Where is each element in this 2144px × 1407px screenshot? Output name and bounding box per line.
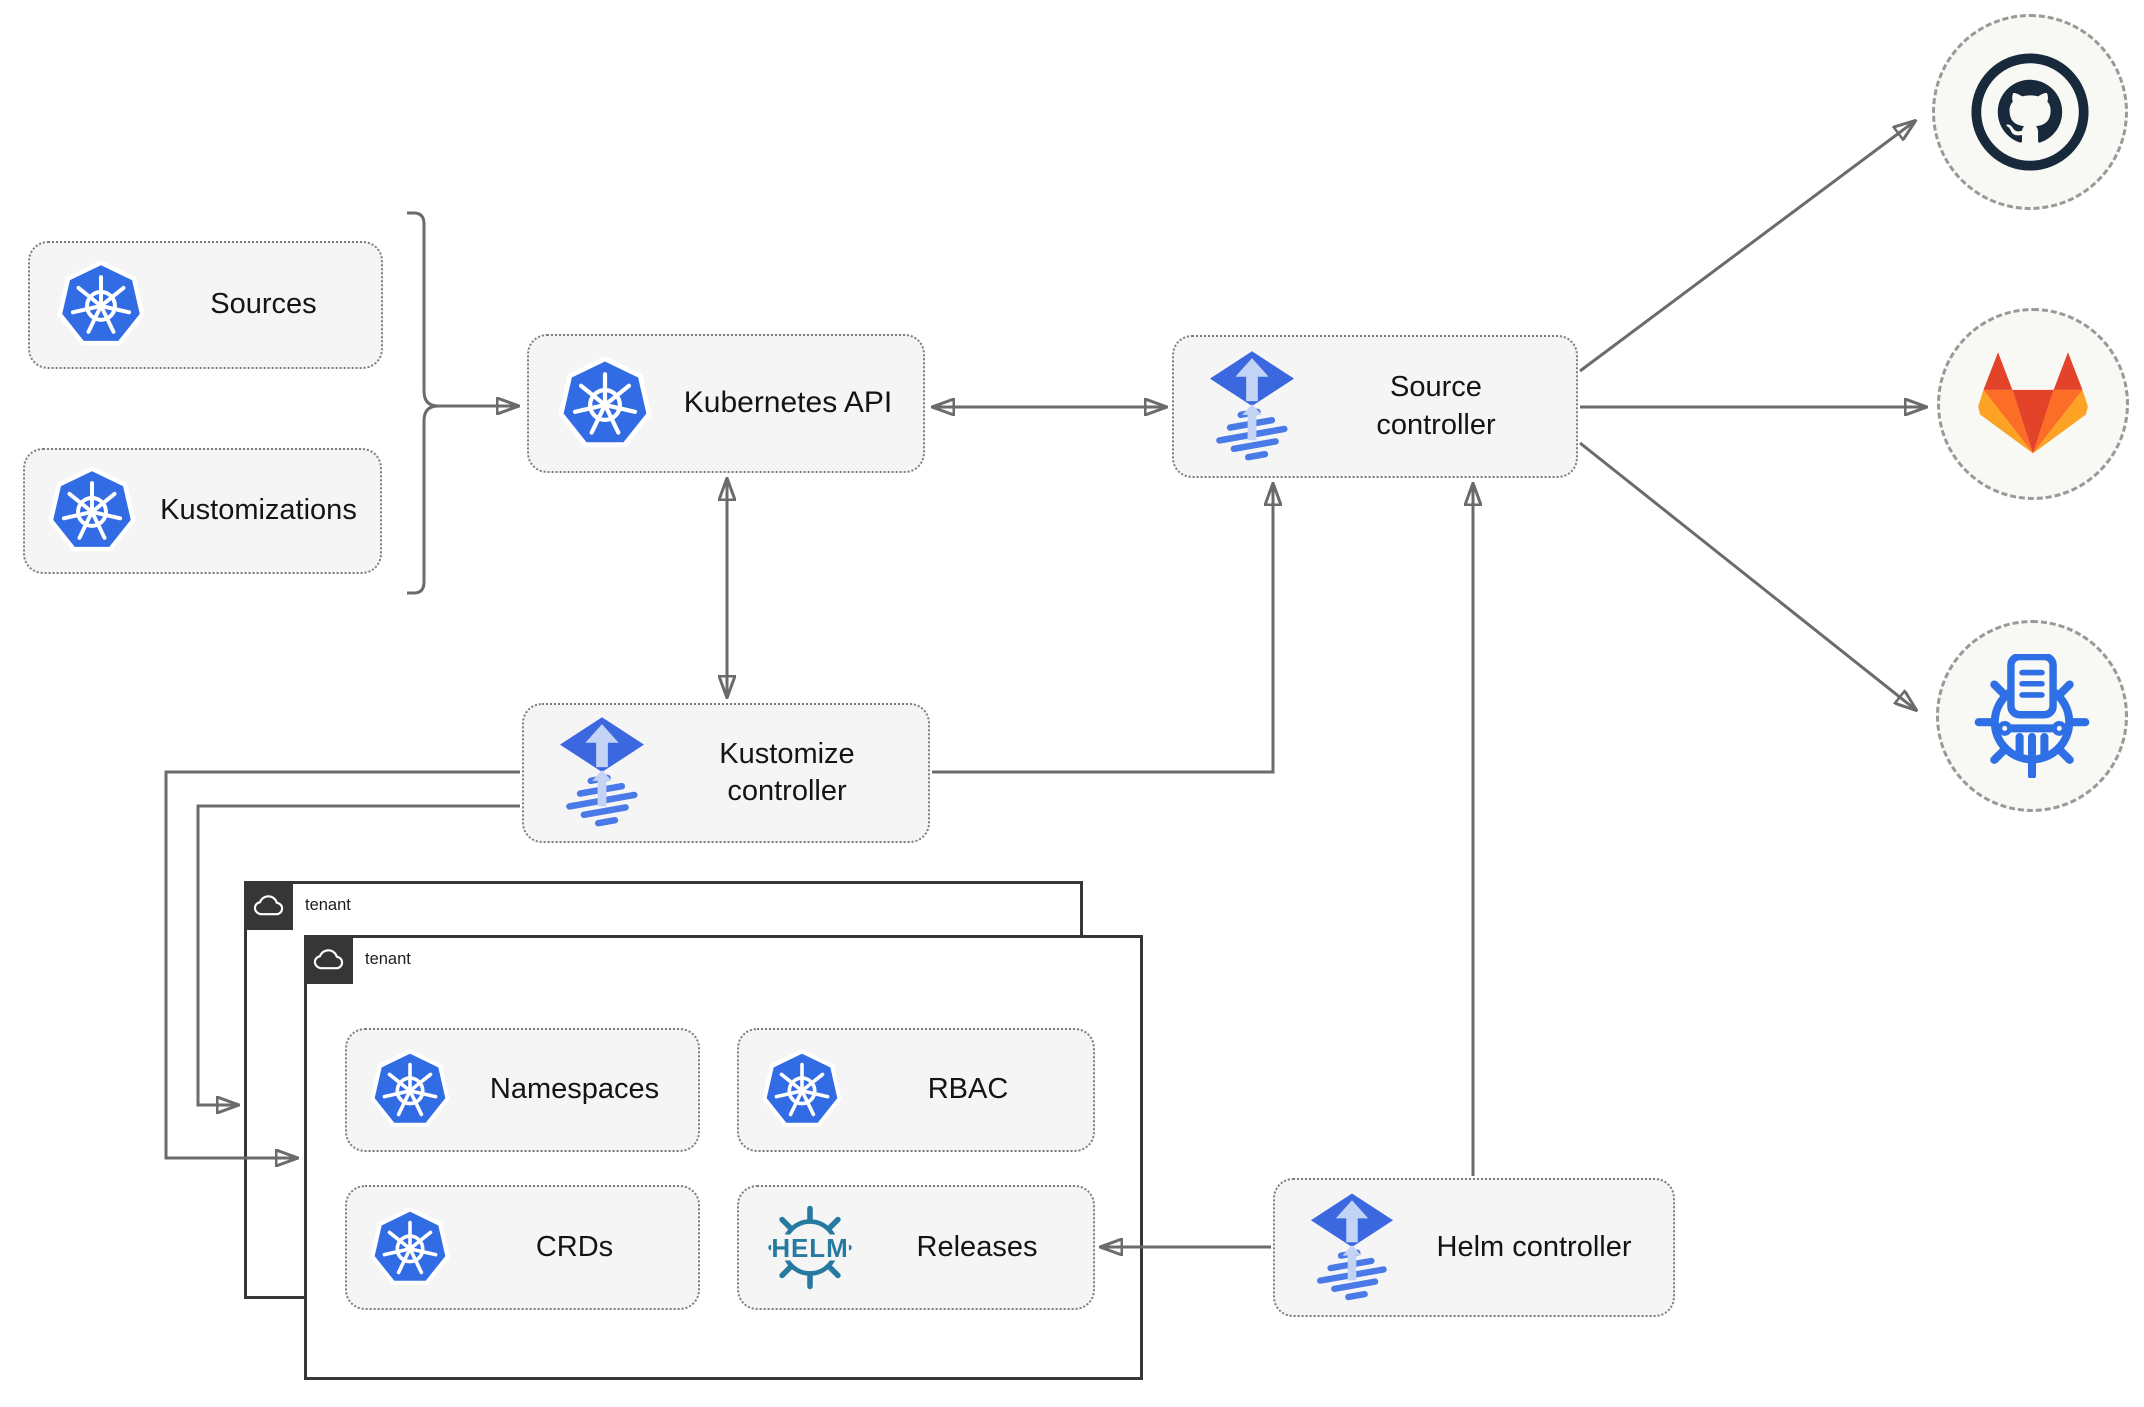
node-label: Namespaces (489, 1073, 660, 1106)
cloud-icon (253, 895, 284, 916)
cloud-icon (313, 949, 344, 970)
node-label: Kustomizations (160, 494, 357, 527)
node-label: Releases (916, 1230, 1038, 1263)
external-helm-repository (1936, 620, 2128, 812)
node-namespaces: Namespaces (345, 1028, 700, 1152)
kubernetes-icon (557, 356, 653, 452)
external-github (1932, 14, 2128, 210)
kubernetes-icon (56, 260, 146, 350)
tenant-label: tenant (305, 896, 351, 914)
flux-icon (1310, 1193, 1394, 1305)
edge-group-brace (407, 211, 439, 595)
external-gitlab (1937, 308, 2129, 500)
node-rbac: RBAC (737, 1028, 1095, 1152)
node-kustomize-controller: Kustomize controller (522, 703, 930, 843)
tenant-header (244, 881, 293, 930)
kubernetes-icon (761, 1049, 843, 1131)
node-label: RBAC (927, 1073, 1009, 1106)
node-releases: HELM Releases (737, 1185, 1095, 1310)
node-crds: CRDs (345, 1185, 700, 1310)
flux-icon (1209, 350, 1295, 465)
node-label: Sources (210, 288, 317, 321)
node-source-controller: Source controller (1172, 335, 1578, 478)
kubernetes-icon (47, 466, 137, 556)
node-label: Source controller (1376, 371, 1496, 441)
node-label: Helm controller (1436, 1230, 1632, 1263)
github-icon (1971, 53, 2089, 171)
gitlab-icon (1978, 351, 2088, 453)
kubernetes-icon (369, 1049, 451, 1131)
chartmuseum-icon (1974, 654, 2090, 778)
helm-wordmark: HELM (771, 1233, 848, 1263)
kubernetes-icon (369, 1207, 451, 1289)
tenant-label: tenant (365, 950, 411, 968)
helm-icon: HELM (768, 1205, 852, 1290)
edge-kustomize-to-source (932, 484, 1273, 774)
node-kustomizations: Kustomizations (23, 448, 382, 574)
flux-icon (559, 717, 645, 831)
node-helm-controller: Helm controller (1273, 1178, 1675, 1317)
tenant-box-front: tenant (304, 935, 1143, 1380)
edge-source-to-chartmuseum (1579, 441, 1916, 710)
node-sources: Sources (28, 241, 383, 369)
node-label: Kubernetes API (683, 386, 893, 420)
tenant-header (304, 935, 353, 984)
edge-source-to-github (1579, 121, 1915, 373)
node-kubernetes-api: Kubernetes API (527, 334, 925, 473)
node-label: CRDs (535, 1230, 614, 1263)
node-label: Kustomize controller (719, 737, 855, 807)
